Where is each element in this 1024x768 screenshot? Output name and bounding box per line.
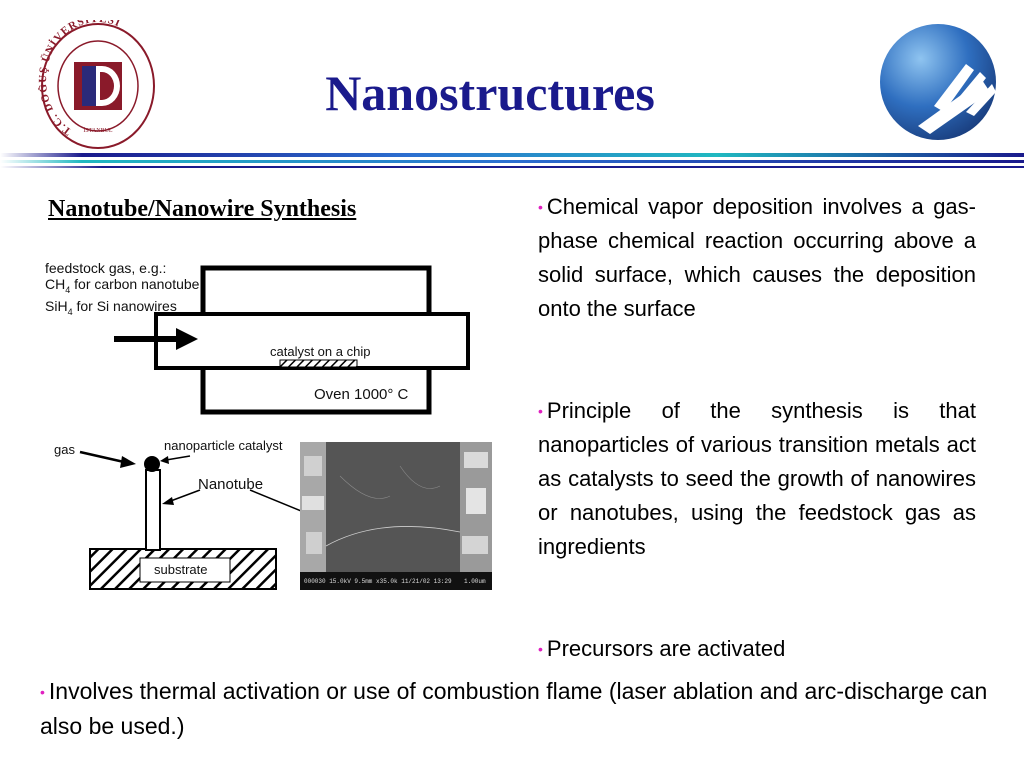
cvd-furnace-diagram: feedstock gas, e.g.: CH4 for carbon nano… [40,258,490,423]
bullet-cvd-text: Chemical vapor deposition involves a gas… [538,194,976,321]
substrate-label: substrate [154,562,208,577]
bullet-marker: • [538,641,543,657]
nanoparticle-dot [144,456,160,472]
globe-logo [874,22,1002,142]
bullet-precursors-text: Precursors are activated [546,636,786,661]
catalyst-chip [279,359,358,368]
bullet-thermal: •Involves thermal activation or use of c… [40,674,1000,743]
bullet-principle-text: Principle of the synthesis is that nanop… [538,398,976,559]
bullet-principle: •Principle of the synthesis is that nano… [538,394,976,564]
page-title: Nanostructures [325,65,655,121]
nanotube-label: Nanotube [198,476,264,493]
bullet-marker: • [538,403,543,419]
sem-scale-text: 1.00um [464,578,486,585]
header-divider-bottom [0,166,1024,168]
gas-label: gas [54,442,75,457]
ch4-label: CH4 for carbon nanotube [45,276,200,295]
catalyst-chip-label: catalyst on a chip [270,344,371,359]
nanotube-growth-diagram: 000030 15.0kV 9.5mm x35.0k 11/21/02 13:2… [40,436,495,596]
nanoparticle-label: nanoparticle catalyst [164,438,283,453]
bullet-precursors: •Precursors are activated [538,632,976,666]
section-subtitle: Nanotube/Nanowire Synthesis [48,196,357,222]
seal-bottom-text: İSTANBUL [83,127,113,134]
header-divider-middle [0,160,1024,163]
bullet-marker: • [40,684,45,700]
feedstock-label: feedstock gas, e.g.: [45,260,167,276]
bullet-cvd: •Chemical vapor deposition involves a ga… [538,190,976,326]
sem-footer-text: 000030 15.0kV 9.5mm x35.0k 11/21/02 13:2… [304,578,452,585]
sih4-label: SiH4 for Si nanowires [45,297,177,317]
header-divider-top [0,153,1024,157]
globe-logo-icon [880,24,996,140]
nanotube-shape [145,469,161,551]
oven-label: Oven 1000° C [314,386,409,403]
bullet-marker: • [538,199,543,215]
sem-micrograph: 000030 15.0kV 9.5mm x35.0k 11/21/02 13:2… [300,442,492,590]
bullet-thermal-text: Involves thermal activation or use of co… [40,678,988,739]
university-seal-icon: T.C. DOĞUŞ ÜNİVERSİTESİ İSTANBUL [36,13,155,149]
university-seal-logo: T.C. DOĞUŞ ÜNİVERSİTESİ İSTANBUL [36,13,158,152]
